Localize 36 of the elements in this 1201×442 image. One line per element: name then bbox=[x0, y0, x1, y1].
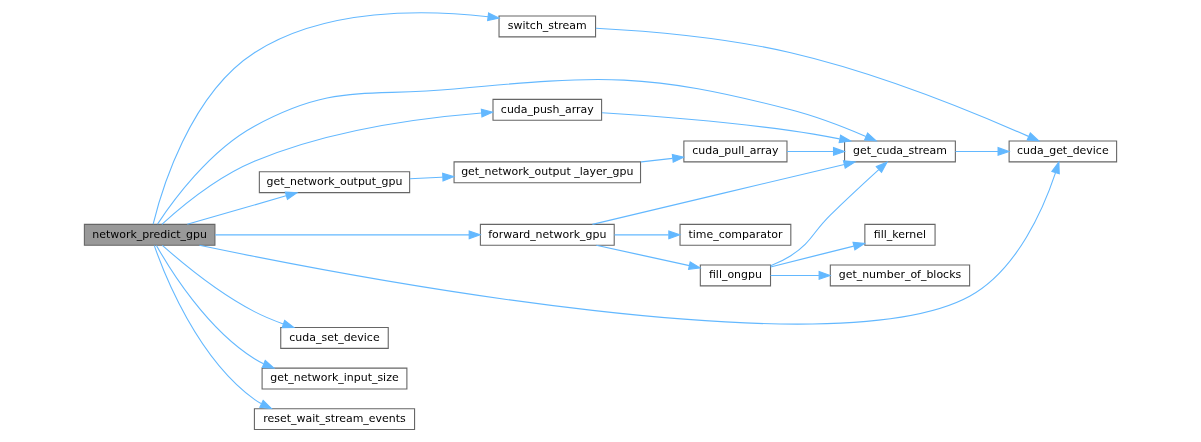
node-box: get_number_of_blocks bbox=[829, 264, 971, 287]
arrow bbox=[152, 12, 501, 225]
arrow bbox=[186, 191, 299, 225]
arrow bbox=[153, 245, 273, 410]
node-box: fill_ongpu bbox=[699, 264, 772, 287]
node-box: get_cuda_stream bbox=[844, 140, 956, 163]
arrow bbox=[157, 78, 878, 225]
arrow bbox=[161, 244, 296, 329]
node-box: network_predict_gpu bbox=[83, 223, 216, 246]
node-box: cuda_pull_array bbox=[683, 140, 788, 163]
node-box: cuda_set_device bbox=[280, 326, 389, 349]
node-box: get_network_output _layer_gpu bbox=[453, 161, 642, 184]
arrow bbox=[595, 27, 1041, 142]
arrow bbox=[155, 244, 276, 369]
arrow bbox=[601, 112, 853, 144]
node-box: switch_stream bbox=[498, 15, 597, 38]
arrow bbox=[161, 108, 495, 225]
arrow bbox=[409, 172, 456, 182]
arrow bbox=[595, 244, 702, 270]
node-box: get_network_output_gpu bbox=[258, 171, 411, 194]
arrow bbox=[613, 230, 682, 240]
arrow bbox=[591, 160, 857, 225]
node-box: get_network_input_size bbox=[261, 367, 408, 390]
arrow bbox=[786, 146, 847, 157]
node-box: cuda_push_array bbox=[492, 98, 603, 121]
arrow bbox=[770, 161, 889, 267]
arrow bbox=[214, 230, 482, 240]
arrow bbox=[770, 270, 832, 281]
node-box: fill_kernel bbox=[864, 223, 936, 246]
arrow bbox=[770, 241, 867, 268]
node-box: reset_wait_stream_events bbox=[253, 408, 416, 431]
arrow bbox=[640, 153, 686, 164]
node-box: cuda_get_device bbox=[1008, 140, 1118, 163]
node-box: time_comparator bbox=[679, 223, 792, 246]
arrow bbox=[954, 146, 1011, 157]
node-box: forward_network_gpu bbox=[479, 223, 615, 246]
